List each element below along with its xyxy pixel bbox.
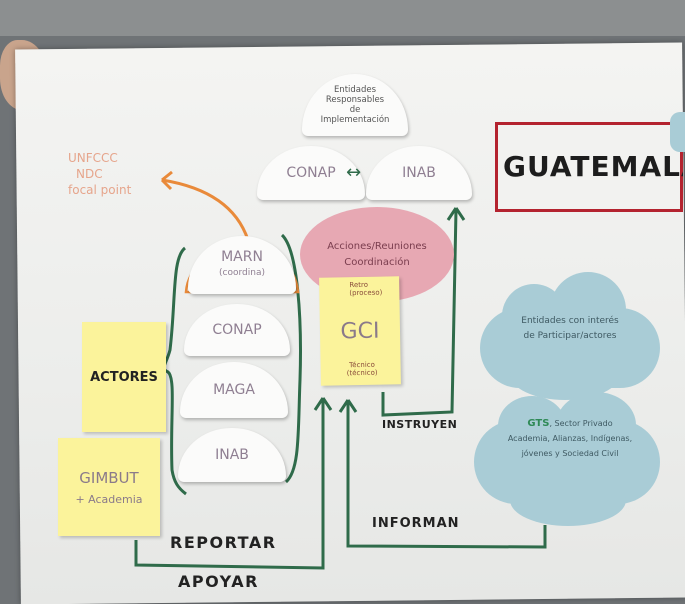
actores-label: ACTORES — [90, 369, 158, 385]
dome-conap-label: CONAP — [212, 322, 262, 338]
title-box — [495, 122, 683, 212]
label-reportar: REPORTAR — [170, 533, 277, 552]
gimbut-line1: GIMBUT — [79, 468, 139, 487]
actores-sticky: ACTORES — [82, 322, 166, 432]
header-line4: Implementación — [320, 115, 390, 125]
right-bracket — [280, 233, 302, 484]
cloud2-line1: , Sector Privado — [549, 419, 613, 428]
gci-bottom-note: Técnico (técnico) — [346, 361, 378, 378]
header-line1: Entidades — [333, 85, 377, 95]
header-line3: de — [349, 105, 361, 115]
cloud-gts: GTS, Sector Privado Academia, Alianzas, … — [474, 392, 660, 526]
cloud-entidades: Entidades con interés de Participar/acto… — [480, 272, 660, 400]
title-text: GUATEMALA — [503, 150, 683, 183]
dome-inab-top-label: INAB — [402, 165, 436, 181]
gimbut-line2: + Academia — [75, 492, 143, 506]
label-instruyen: INSTRUYEN — [382, 418, 458, 431]
label-apoyar: APOYAR — [178, 572, 259, 591]
unfccc-line2: NDC — [76, 167, 103, 181]
gci-top-note-2: (proceso) — [349, 288, 383, 298]
unfccc-line1: UNFCCC — [68, 151, 118, 165]
pink-line2: Coordinación — [344, 256, 410, 268]
reportar-arrow — [134, 400, 325, 570]
pink-line1: Acciones/Reuniones — [327, 240, 427, 252]
orange-arrowhead — [160, 170, 173, 191]
cloud2-lead: GTS — [527, 418, 550, 429]
label-informan: INFORMAN — [372, 516, 460, 531]
instruyen-arrow — [381, 209, 458, 417]
dome-marn-sub: (coordina) — [219, 268, 265, 278]
gci-bottom-note-2: (técnico) — [346, 368, 378, 378]
gci-label: GCI — [340, 318, 380, 344]
corner-cloud-fragment — [670, 112, 685, 152]
wall-background — [0, 0, 685, 36]
unfccc-note: UNFCCC NDC focal point — [68, 150, 168, 198]
cloud2-line3: jóvenes y Sociedad Civil — [521, 449, 619, 458]
gimbut-sticky: GIMBUT + Academia — [58, 438, 160, 536]
informan-arrow — [346, 402, 547, 549]
cloud2-text: GTS, Sector Privado Academia, Alianzas, … — [482, 416, 658, 461]
left-brace — [162, 246, 187, 496]
cloud1-line1: Entidades con interés — [521, 316, 619, 326]
gci-top-note: Retro (proceso) — [335, 281, 382, 298]
cloud1-text: Entidades con interés de Participar/acto… — [480, 314, 660, 344]
dome-conap-top-label: CONAP — [286, 165, 336, 181]
dome-marn-label: MARN — [221, 249, 263, 265]
cloud1-line2: de Participar/actores — [523, 331, 617, 341]
orange-arrow — [161, 178, 250, 241]
unfccc-line3: focal point — [68, 183, 132, 197]
gci-sticky: Retro (proceso) GCI Técnico (técnico) — [319, 276, 401, 386]
cloud2-line2: Academia, Alianzas, Indígenas, — [507, 434, 633, 443]
dome-maga-label: MAGA — [213, 382, 255, 398]
header-line2: Responsables — [325, 95, 385, 105]
bidirectional-arrow: ↔ — [346, 162, 362, 183]
dome-inab-label: INAB — [215, 447, 249, 463]
